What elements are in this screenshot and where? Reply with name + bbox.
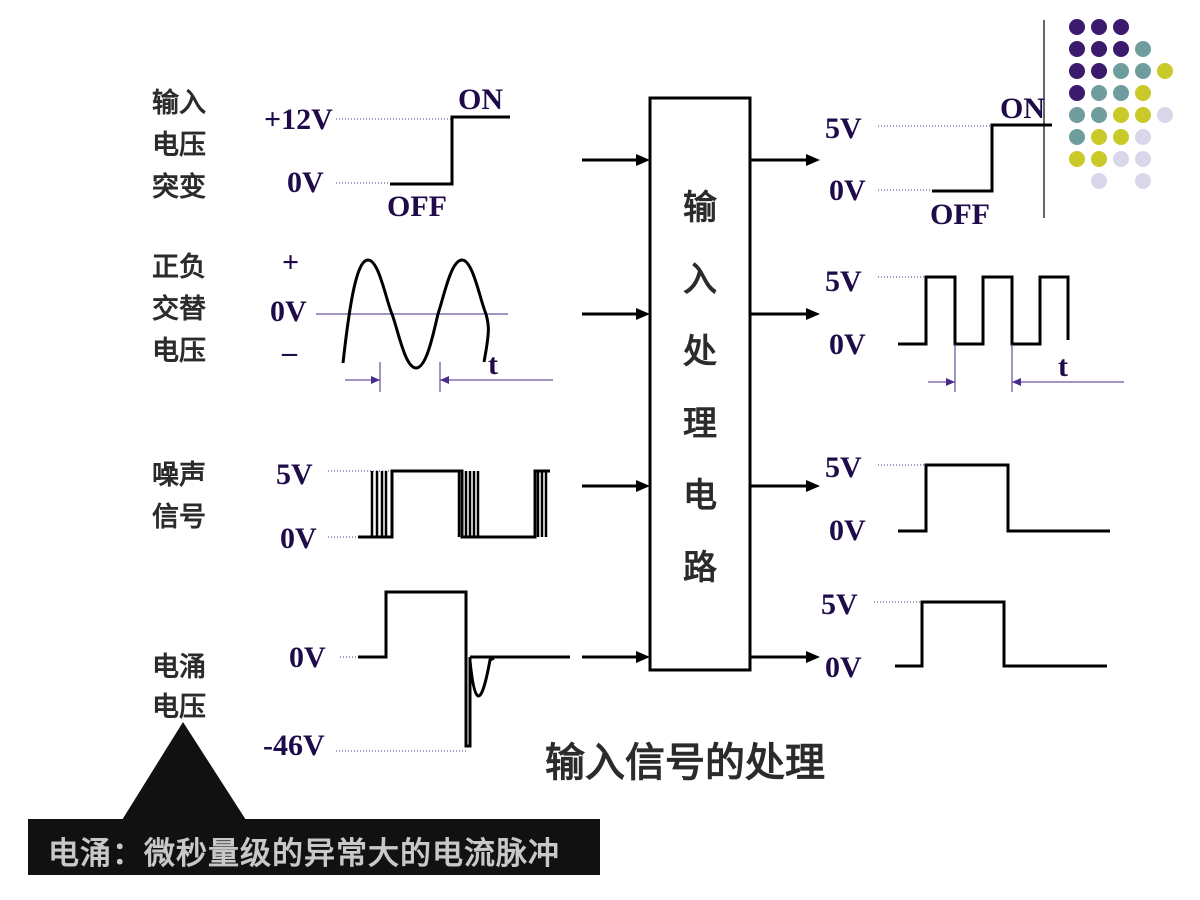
svg-text:信号: 信号 — [152, 502, 206, 533]
svg-text:正负: 正负 — [152, 252, 206, 283]
callout-pointer — [122, 722, 246, 820]
out-axis-r1-high: 5V — [825, 112, 862, 145]
out-axis-r1-low: 0V — [829, 174, 866, 207]
svg-text:输: 输 — [683, 188, 718, 228]
axis-label-ac-plus: + — [282, 246, 299, 279]
svg-text:理: 理 — [683, 404, 717, 444]
axis-label-surge-zero: 0V — [289, 641, 326, 674]
input-noise-waveform: 5V 0V — [276, 458, 550, 555]
period-label-left: t — [488, 348, 498, 381]
svg-text:电涌: 电涌 — [152, 652, 206, 683]
axis-label-ac-minus: – — [281, 336, 298, 369]
axis-label-noise-high: 5V — [276, 458, 313, 491]
svg-text:突变: 突变 — [152, 171, 206, 203]
input-processing-circuit-box: 输 入 处 理 电 路 — [648, 96, 752, 672]
callout-note-box — [28, 819, 600, 875]
svg-text:处: 处 — [682, 332, 717, 372]
output-arrows — [750, 154, 820, 663]
output-clean-pulse-waveform: 5V 0V — [825, 451, 1110, 547]
svg-text:输入: 输入 — [152, 87, 206, 119]
period-label-right: t — [1058, 350, 1068, 383]
svg-text:电压: 电压 — [152, 130, 206, 161]
axis-label-surge-low: -46V — [263, 729, 325, 762]
label-step-voltage: 输入 电压 突变 — [152, 87, 206, 203]
svg-text:电压: 电压 — [152, 692, 206, 723]
input-ac-waveform: + 0V – t — [270, 246, 553, 392]
svg-text:噪声: 噪声 — [152, 460, 206, 491]
out-axis-r4-low: 0V — [825, 651, 862, 684]
axis-label-step-low: 0V — [287, 166, 324, 199]
out-axis-r4-high: 5V — [821, 588, 858, 621]
state-on-label: ON — [458, 83, 503, 116]
out-axis-r3-high: 5V — [825, 451, 862, 484]
output-square-waveform: 5V 0V t — [825, 265, 1124, 392]
axis-label-step-high: +12V — [264, 103, 333, 136]
axis-label-ac-zero: 0V — [270, 295, 307, 328]
state-off-label: OFF — [387, 190, 447, 223]
svg-text:电: 电 — [683, 476, 717, 516]
input-surge-waveform: 0V -46V — [263, 590, 570, 762]
svg-text:路: 路 — [683, 548, 718, 588]
label-noise-signal: 噪声 信号 — [152, 460, 206, 533]
out-state-on-label: ON — [1000, 92, 1045, 125]
output-surge-filtered-waveform: 5V 0V — [821, 588, 1107, 684]
output-step-waveform: 5V 0V ON OFF — [825, 92, 1052, 231]
callout-note-text: 电涌：微秒量级的异常大的电流脉冲 — [48, 836, 560, 872]
out-state-off-label: OFF — [930, 198, 990, 231]
label-ac-voltage: 正负 交替 电压 — [152, 252, 207, 367]
diagram-title: 输入信号的处理 — [545, 740, 825, 786]
svg-text:入: 入 — [683, 260, 717, 300]
input-arrows — [582, 154, 650, 663]
out-axis-r2-low: 0V — [829, 328, 866, 361]
out-axis-r3-low: 0V — [829, 514, 866, 547]
svg-text:电压: 电压 — [152, 336, 206, 367]
axis-label-noise-low: 0V — [280, 522, 317, 555]
decorative-dot-grid — [1043, 19, 1173, 218]
svg-text:交替: 交替 — [152, 293, 207, 325]
input-step-waveform: +12V 0V ON OFF — [264, 83, 510, 223]
out-axis-r2-high: 5V — [825, 265, 862, 298]
label-surge-voltage: 电涌 电压 — [152, 652, 206, 723]
